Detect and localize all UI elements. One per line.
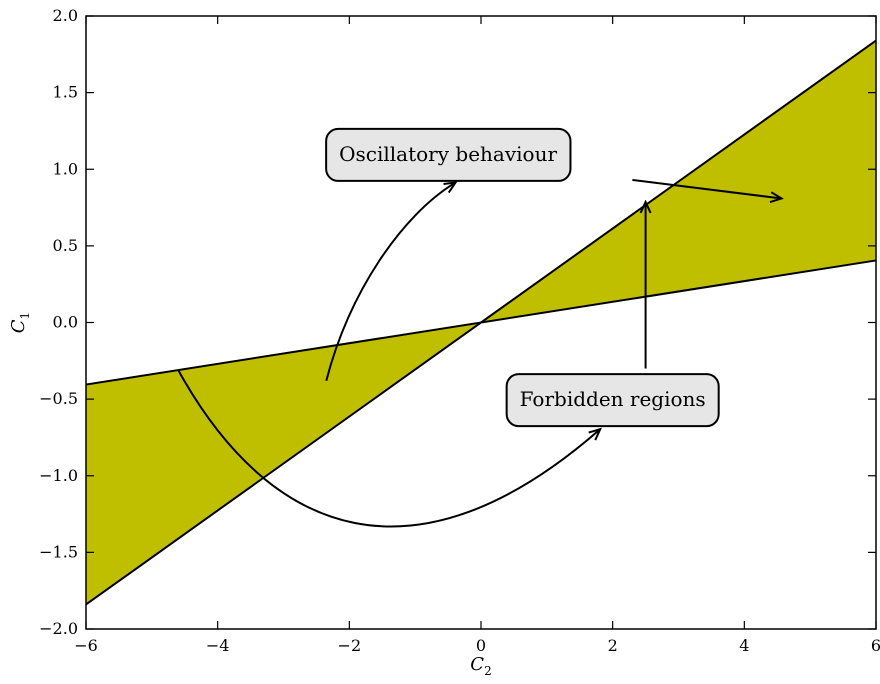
annotation-callout-2: Forbidden regions [505, 373, 720, 428]
y-axis-label: C1 [8, 312, 32, 333]
annotation-arrows [177, 178, 780, 528]
axis-ticks: −6 −4 −2 0 2 4 6 −2.0 −1.5 −1.0 −0.5 0.0 0.5 1.0 1.5 2.… [39, 6, 880, 655]
y-tick-label: 2.0 [53, 6, 78, 25]
boundary-lines [85, 39, 877, 606]
callout-box [325, 127, 572, 182]
callout-box [505, 373, 720, 428]
y-tick-label: −1.0 [39, 466, 78, 485]
x-tick-label: −6 [74, 636, 98, 655]
annotation-arrow-1-2 [632, 178, 780, 198]
y-tick-label: 1.5 [53, 83, 78, 102]
annotation-arrow-1-1 [325, 183, 454, 381]
x-tick-label: 2 [608, 636, 618, 655]
y-tick-label: −0.5 [39, 389, 78, 408]
callout-text: Forbidden regions [520, 387, 706, 411]
y-tick-label: 0.0 [53, 313, 78, 332]
y-tick-label: −2.0 [39, 619, 78, 638]
x-tick-label: −4 [206, 636, 230, 655]
x-tick-label: −2 [338, 636, 362, 655]
y-tick-label: −1.5 [39, 542, 78, 561]
callout-text: Oscillatory behaviour [339, 142, 557, 166]
y-tick-label: 1.0 [53, 159, 78, 178]
boundary-line-2 [85, 39, 877, 606]
y-tick-label: 0.5 [53, 236, 78, 255]
x-axis-label: C2 [470, 654, 491, 678]
annotation-callout-1: Oscillatory behaviour [325, 127, 572, 182]
x-tick-label: 0 [476, 636, 486, 655]
annotation-arrow-2-2 [177, 369, 599, 528]
x-tick-label: 4 [739, 636, 749, 655]
x-tick-label: 6 [871, 636, 880, 655]
